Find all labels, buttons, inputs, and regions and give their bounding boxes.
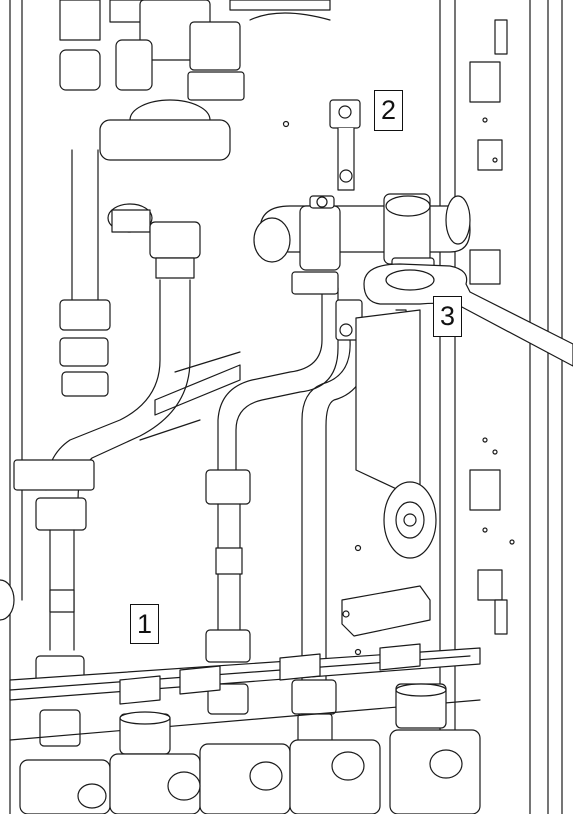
frame-panels bbox=[9, 0, 563, 814]
top-fittings bbox=[59, 0, 331, 397]
callout-1: 1 bbox=[130, 604, 159, 644]
pipe-left bbox=[0, 279, 191, 747]
mounting-rail bbox=[139, 351, 241, 441]
pipe-middle bbox=[205, 287, 339, 715]
callout-2-label: 2 bbox=[380, 95, 397, 125]
callout-3-label: 3 bbox=[439, 301, 456, 331]
callout-1-label: 1 bbox=[136, 608, 153, 639]
relief-plate bbox=[341, 309, 437, 637]
callout-2: 2 bbox=[374, 90, 403, 131]
bottom-valves bbox=[9, 643, 481, 814]
callout-3: 3 bbox=[433, 296, 462, 337]
wrench-tool bbox=[363, 263, 573, 367]
